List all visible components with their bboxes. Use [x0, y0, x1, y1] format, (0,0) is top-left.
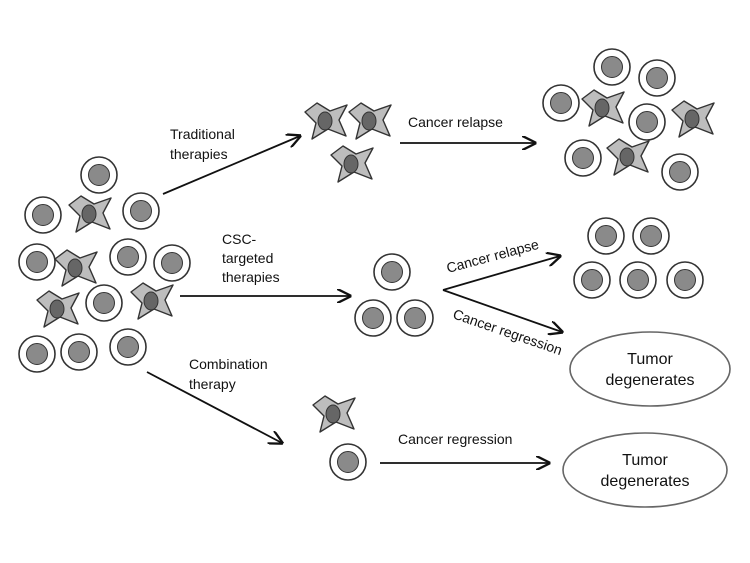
cancer-stem-cell: [606, 138, 650, 176]
cancer-stem-cell: [54, 249, 98, 287]
outcome-mid-line1: Tumor: [627, 351, 673, 368]
relapsed-tumor-cluster: [542, 48, 715, 191]
arrow-regression-mid: [442, 289, 562, 332]
cancer-cell: [354, 299, 392, 337]
cancer-stem-cell: [130, 282, 174, 320]
cancer-cell: [638, 59, 676, 97]
cancer-cell: [24, 196, 62, 234]
cancer-cell: [329, 443, 367, 481]
cancer-cell: [661, 153, 699, 191]
cancer-cell: [18, 243, 56, 281]
arrow-relapse-mid: [442, 256, 560, 291]
cancer-cell: [542, 84, 580, 122]
cancer-cell: [18, 335, 56, 373]
label-regression-bottom: Cancer regression: [398, 431, 512, 447]
cancer-cell: [122, 192, 160, 230]
cancer-cell: [373, 253, 411, 291]
cancer-cell: [628, 103, 666, 141]
label-relapse-mid: Cancer relapse: [445, 236, 541, 276]
label-therapies: therapies: [170, 146, 228, 162]
cancer-stem-cell: [348, 102, 392, 140]
cancer-cell: [593, 48, 631, 86]
cancer-cell: [109, 238, 147, 276]
cancer-stem-cell: [581, 89, 625, 127]
arrow-traditional-therapies: [162, 136, 300, 195]
cancer-cell: [587, 217, 625, 255]
cancer-cell: [85, 284, 123, 322]
cancer-stem-cell: [330, 145, 374, 183]
outcome-bottom-line2: degenerates: [601, 473, 690, 490]
label-csc: CSC-: [222, 231, 257, 247]
cancer-stem-cell: [312, 395, 356, 433]
cancer-stem-cell: [671, 100, 715, 138]
outcome-tumor-degenerates-bottom: Tumor degenerates: [562, 432, 728, 508]
cancer-cell: [109, 328, 147, 366]
outcome-tumor-degenerates-mid: Tumor degenerates: [569, 331, 731, 407]
cancer-cell: [60, 333, 98, 371]
relapsed-bulk-cluster: [573, 217, 704, 299]
surviving-stem-cells: [304, 102, 392, 183]
label-traditional: Traditional: [170, 126, 235, 142]
cancer-cell: [564, 139, 602, 177]
cancer-cell: [80, 156, 118, 194]
arrow-combination-therapy: [146, 371, 282, 443]
label-therapies-csc: therapies: [222, 269, 280, 285]
label-therapy: therapy: [189, 376, 236, 392]
label-relapse-top: Cancer relapse: [408, 114, 503, 130]
outcome-mid-line2: degenerates: [606, 372, 695, 389]
label-targeted: targeted: [222, 250, 273, 266]
original-tumor-cluster: [18, 156, 191, 373]
cancer-stem-cell: [68, 195, 112, 233]
cancer-cell: [396, 299, 434, 337]
cancer-cell: [619, 261, 657, 299]
cancer-cell: [153, 244, 191, 282]
cancer-cell: [632, 217, 670, 255]
outcome-bottom-line1: Tumor: [622, 452, 668, 469]
label-combination: Combination: [189, 356, 268, 372]
remaining-bulk-cells: [354, 253, 434, 337]
cancer-cell: [573, 261, 611, 299]
cancer-cell: [666, 261, 704, 299]
cancer-stem-cell: [304, 102, 348, 140]
cancer-stem-cell: [36, 290, 80, 328]
residual-cells: [312, 395, 367, 481]
